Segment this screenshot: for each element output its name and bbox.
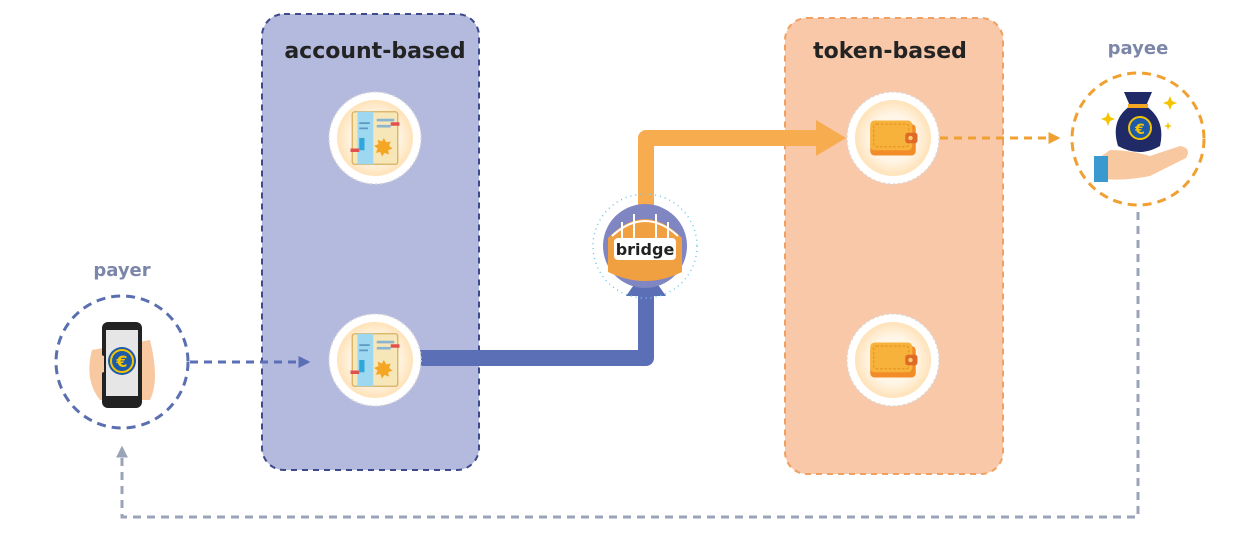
- svg-text:€: €: [115, 352, 127, 371]
- account-to-bridge-flow: [418, 290, 654, 366]
- account-node-top: [328, 91, 422, 185]
- token-node-bottom: [846, 313, 940, 407]
- token-node-top: [846, 91, 940, 185]
- token-based-group: [784, 17, 1004, 475]
- account-based-title: account-based: [284, 39, 465, 64]
- payer-label: payer: [93, 260, 150, 281]
- return-path-arrow: [116, 212, 1140, 519]
- svg-text:€: €: [1134, 122, 1145, 138]
- money-bag-euro-icon: €: [1094, 92, 1188, 182]
- payee-label: payee: [1108, 38, 1169, 59]
- payer-node: payer €: [54, 260, 190, 430]
- account-node-bottom: [328, 313, 422, 407]
- phone-euro-icon: €: [89, 322, 155, 408]
- bridge-to-token-flow: [638, 130, 820, 210]
- token-based-title: token-based: [813, 39, 967, 64]
- bridge-to-token-arrowhead: [816, 120, 846, 156]
- ledger-document-icon: [349, 333, 401, 387]
- wallet-icon: [869, 120, 918, 156]
- payee-node: payee €: [1070, 38, 1206, 207]
- bridge-node: bridge: [592, 193, 698, 299]
- wallet-icon: [869, 342, 918, 378]
- ledger-document-icon: [349, 111, 401, 165]
- bridge-label: bridge: [616, 240, 675, 259]
